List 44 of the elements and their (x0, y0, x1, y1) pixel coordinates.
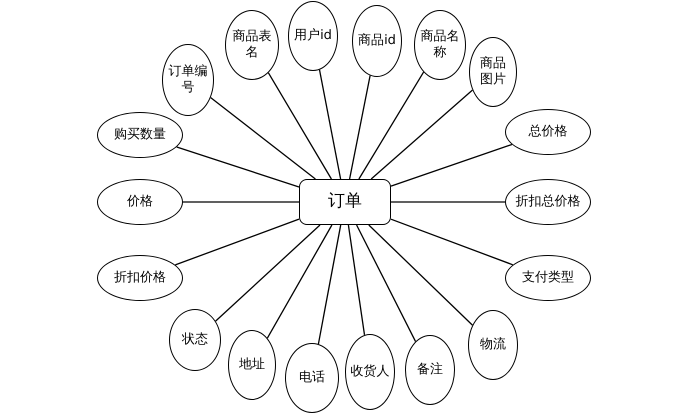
connector-line (348, 75, 371, 180)
attribute-name: 商品表名 (232, 28, 272, 62)
connector-line (356, 224, 416, 342)
attribute-name: 商品名称 (420, 28, 460, 62)
attribute-name: 商品图片 (479, 56, 507, 88)
connector-line (370, 90, 473, 180)
attribute-name: 状态 (180, 332, 209, 348)
attribute-ellipse (414, 10, 466, 80)
attribute-name: 总价格 (528, 124, 568, 140)
attribute-name: 备注 (416, 362, 444, 378)
connector-line (175, 218, 300, 266)
entity-box (299, 179, 391, 225)
connector-line (368, 224, 473, 326)
connector-line (391, 201, 505, 203)
connector-line (358, 72, 424, 180)
attribute-ellipse (228, 330, 276, 400)
attribute-name: 价格 (126, 194, 154, 210)
connector-line (183, 201, 299, 203)
attribute-name: 物流 (479, 336, 507, 354)
connector-line (390, 144, 512, 187)
connector-line (348, 224, 366, 335)
attribute-name: 用户id (293, 28, 333, 44)
connector-line (215, 224, 320, 322)
attribute-name: 电话 (298, 370, 326, 386)
attribute-ellipse (162, 44, 214, 116)
attribute-ellipse (405, 335, 455, 405)
connector-line (176, 146, 300, 188)
connector-line (268, 72, 332, 180)
connector-line (390, 218, 514, 266)
attribute-name: 地址 (238, 356, 266, 374)
attribute-name: 折扣总价格 (514, 194, 582, 210)
connector-line (318, 70, 342, 180)
attribute-name: 商品id (357, 32, 397, 50)
attribute-name: 支付类型 (521, 270, 575, 286)
connector-line (318, 224, 342, 344)
attribute-name: 订单编号 (168, 64, 208, 96)
connector-line (210, 97, 316, 180)
attribute-ellipse (225, 10, 279, 80)
entity-name: 订单 (327, 191, 363, 213)
attribute-name: 折扣价格 (113, 270, 167, 286)
connector-line (266, 224, 332, 338)
attribute-ellipse (97, 112, 183, 158)
attribute-name: 收货人 (350, 364, 390, 380)
attribute-name: 购买数量 (113, 126, 167, 144)
